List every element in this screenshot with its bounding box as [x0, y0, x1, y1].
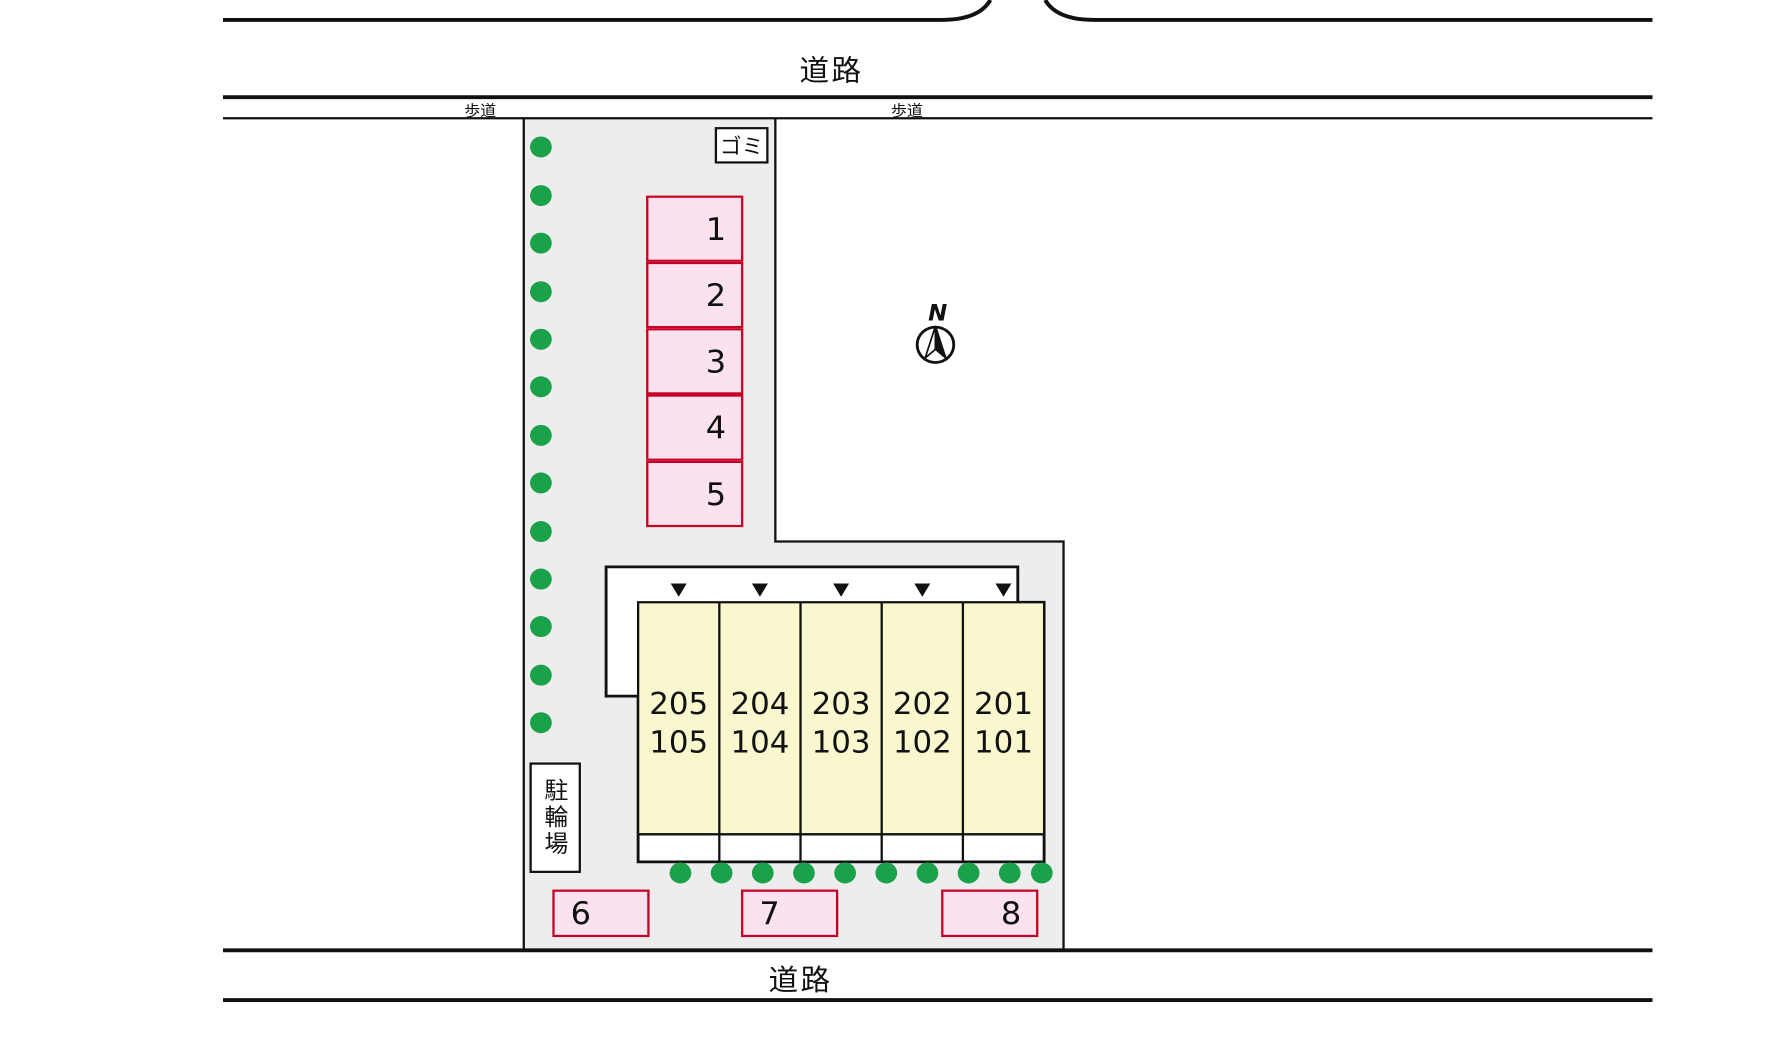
property-boundary-right [774, 118, 1065, 951]
tree-row-bottom [669, 862, 1053, 884]
unit-upper-label: 205 [649, 687, 709, 722]
parking-space-2: 2 [646, 261, 744, 329]
unit-lower-label: 104 [730, 726, 790, 761]
road-edge-top-right [1043, 0, 1653, 22]
tree-dot [530, 472, 552, 494]
tree-row-left [530, 136, 552, 734]
tree-dot [1030, 862, 1053, 884]
unit-lower-label: 102 [892, 726, 952, 761]
tree-dot [530, 281, 552, 303]
parking-space-label: 4 [705, 409, 727, 446]
parking-space-label: 7 [759, 895, 780, 932]
tree-dot [530, 424, 552, 446]
unit-lower-label: 103 [811, 726, 871, 761]
tree-dot [916, 862, 939, 884]
parking-space-label: 2 [705, 276, 727, 314]
tree-dot [669, 862, 692, 884]
garbage-label: ゴミ [719, 134, 764, 160]
tree-dot [530, 232, 552, 254]
unit-upper-label: 203 [811, 687, 871, 722]
tree-dot [834, 862, 856, 884]
parking-space-7: 7 [741, 889, 839, 938]
unit-label-205-105: 205 105 [649, 685, 708, 762]
parking-space-8: 8 [941, 889, 1039, 938]
unit-lower-label: 101 [974, 726, 1033, 761]
parking-space-3: 3 [646, 328, 744, 395]
garbage-box: ゴミ [714, 127, 769, 164]
unit-lower-label: 105 [649, 726, 709, 761]
tree-dot [530, 376, 552, 398]
tree-dot [530, 568, 552, 590]
road-edge-top-left [223, 0, 993, 22]
tree-dot [530, 616, 552, 638]
parking-space-4: 4 [646, 394, 744, 461]
entrance-marker [995, 583, 1012, 597]
sidewalk-label-right: 歩道 [890, 102, 923, 121]
parking-space-1: 1 [646, 195, 744, 262]
unit-label-204-104: 204 104 [730, 685, 789, 762]
tree-dot [530, 521, 552, 543]
road-label-bottom: 道路 [768, 964, 833, 998]
tree-dot [530, 328, 552, 350]
bicycle-parking-box: 駐輪場 [529, 762, 581, 873]
tree-dot [998, 862, 1021, 884]
parking-space-5: 5 [646, 460, 744, 528]
entrance-marker [670, 583, 687, 597]
tree-dot [875, 862, 898, 884]
tree-dot [751, 862, 774, 884]
tree-dot [530, 136, 552, 158]
tree-dot [530, 712, 552, 734]
unit-upper-label: 201 [974, 687, 1033, 722]
parking-space-label: 1 [705, 210, 727, 247]
tree-dot [710, 862, 733, 884]
parking-space-6: 6 [552, 889, 650, 938]
tree-dot [530, 185, 552, 207]
unit-upper-label: 202 [892, 687, 952, 722]
unit-upper-label: 204 [730, 687, 790, 722]
compass-needle [934, 325, 948, 361]
unit-label-201-101: 201 101 [974, 685, 1033, 762]
bicycle-parking-label: 駐輪場 [541, 777, 569, 858]
parking-space-label: 3 [705, 343, 727, 380]
tree-dot [530, 664, 552, 686]
parking-space-label: 6 [570, 895, 592, 932]
tree-dot [793, 862, 815, 884]
entrance-marker [833, 583, 850, 597]
unit-label-203-103: 203 103 [812, 685, 871, 762]
tree-dot [957, 862, 980, 884]
compass [915, 325, 956, 364]
parking-space-label: 5 [705, 475, 727, 513]
unit-label-202-102: 202 102 [893, 685, 952, 762]
parking-space-label: 8 [1000, 895, 1022, 932]
road-label-top: 道路 [799, 55, 864, 89]
entrance-marker [914, 583, 931, 597]
sidewalk-label-left: 歩道 [464, 102, 497, 121]
north-label: N [928, 299, 948, 326]
entrance-marker [751, 583, 768, 597]
